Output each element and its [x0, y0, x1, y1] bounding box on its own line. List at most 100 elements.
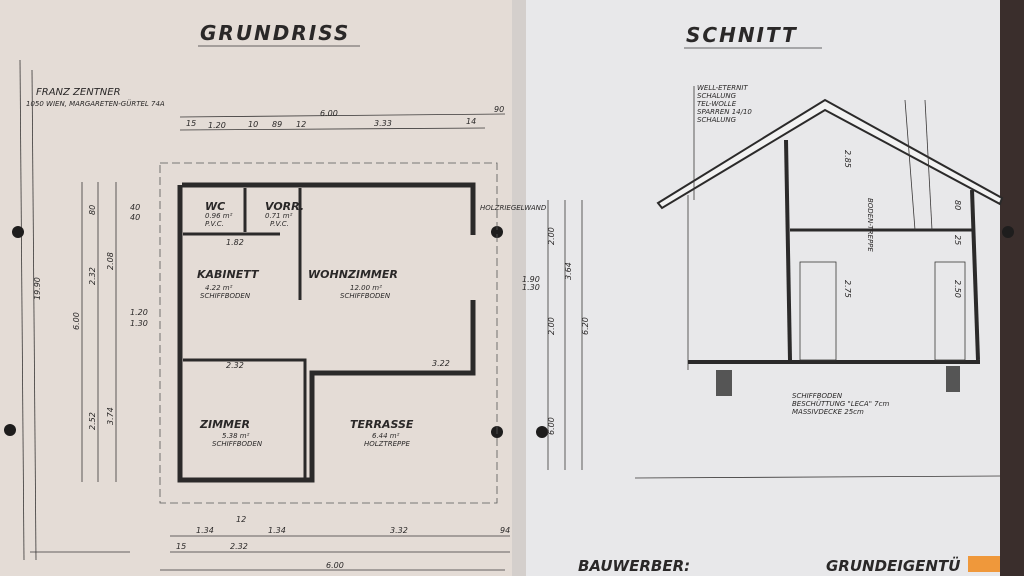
svg-text:SPARREN 14/10: SPARREN 14/10 [697, 108, 752, 116]
svg-text:5.38 m²: 5.38 m² [222, 432, 250, 440]
svg-text:2.50: 2.50 [953, 280, 962, 298]
svg-text:3.33: 3.33 [374, 119, 392, 128]
svg-text:6.00: 6.00 [72, 312, 81, 330]
door [934, 261, 966, 361]
svg-text:1.30: 1.30 [130, 319, 148, 328]
svg-text:6.20: 6.20 [581, 317, 590, 335]
svg-text:1.34: 1.34 [268, 526, 286, 535]
svg-text:15: 15 [176, 542, 186, 551]
svg-text:89: 89 [272, 120, 282, 129]
plot-outline [159, 162, 498, 504]
door [799, 261, 837, 361]
svg-text:1.30: 1.30 [522, 283, 540, 292]
svg-text:90: 90 [494, 105, 504, 114]
inner-dimensions: 1.82 2.32 3.22 40 40 [130, 203, 450, 370]
roof-layers-note: WELL-ETERNIT SCHALUNG TEL-WOLLE SPARREN … [693, 84, 752, 200]
svg-text:0.71 m²: 0.71 m² [265, 212, 293, 220]
svg-text:TEL-WOLLE: TEL-WOLLE [697, 100, 737, 108]
wall-note: HOLZRIEGELWAND [480, 204, 547, 212]
table-edge [1000, 0, 1024, 576]
svg-text:6.00: 6.00 [326, 561, 344, 570]
svg-text:ZIMMER: ZIMMER [199, 418, 250, 431]
room-vorraum: VORR. 0.71 m² P.V.C. [265, 200, 304, 228]
svg-text:2.00: 2.00 [547, 317, 556, 335]
watermark-logo [968, 556, 1000, 572]
footer-owner: GRUNDEIGENTÜ [826, 556, 960, 575]
punch-hole [536, 426, 548, 438]
svg-text:40: 40 [130, 213, 140, 222]
svg-text:2.32: 2.32 [88, 267, 97, 285]
svg-text:WELL-ETERNIT: WELL-ETERNIT [697, 84, 748, 92]
left-dimensions: 19.90 6.00 2.32 3.74 2.52 2.08 80 1.20 1… [33, 205, 148, 430]
plan-title: GRUNDRISS [200, 21, 350, 45]
svg-text:TERRASSE: TERRASSE [350, 418, 414, 431]
paper-fold [512, 0, 526, 576]
svg-text:6.00: 6.00 [547, 417, 556, 435]
footer-applicant: BAUWERBER: [578, 557, 690, 575]
room-kabinett: KABINETT 4.22 m² SCHIFFBODEN [197, 268, 260, 300]
svg-text:P.V.C.: P.V.C. [205, 220, 224, 228]
svg-text:SCHIFFBODEN: SCHIFFBODEN [340, 292, 391, 300]
owner-name: FRANZ ZENTNER [36, 87, 121, 98]
top-dimensions: 6.00 15 1.20 10 89 12 3.33 14 90 [186, 105, 504, 130]
svg-text:1.20: 1.20 [130, 308, 148, 317]
border-line [31, 69, 37, 561]
svg-text:40: 40 [130, 203, 140, 212]
owner-address: 1050 WIEN, MARGARETEN-GÜRTEL 74A [26, 99, 165, 108]
foundation [946, 366, 960, 392]
section-drawing [634, 98, 1004, 479]
right-dimensions: 2.00 3.64 6.20 2.00 6.00 1.90 1.30 [522, 227, 590, 435]
svg-text:80: 80 [953, 200, 962, 210]
punch-hole [491, 226, 503, 238]
svg-text:2.00: 2.00 [547, 227, 556, 245]
svg-text:14: 14 [466, 117, 476, 126]
svg-text:6.44 m²: 6.44 m² [372, 432, 400, 440]
border-line [19, 59, 25, 561]
svg-text:2.52: 2.52 [88, 412, 97, 430]
svg-text:94: 94 [500, 526, 510, 535]
svg-text:WC: WC [205, 200, 225, 213]
inner-wall [784, 139, 792, 361]
punch-hole [1002, 226, 1014, 238]
svg-text:4.22 m²: 4.22 m² [205, 284, 233, 292]
punch-hole [4, 424, 16, 436]
roof [656, 98, 1004, 210]
svg-text:SCHIFFBODEN: SCHIFFBODEN [200, 292, 251, 300]
svg-text:KABINETT: KABINETT [197, 268, 260, 281]
svg-text:1.20: 1.20 [208, 121, 226, 130]
svg-text:0.96 m²: 0.96 m² [205, 212, 233, 220]
svg-text:3.74: 3.74 [106, 407, 115, 425]
svg-text:2.85: 2.85 [843, 150, 852, 168]
section-title: SCHNITT [686, 23, 798, 47]
foundation [716, 370, 732, 396]
svg-text:12: 12 [236, 515, 246, 524]
svg-text:1.90: 1.90 [522, 275, 540, 284]
room-wohnzimmer: WOHNZIMMER 12.00 m² SCHIFFBODEN [308, 268, 398, 300]
chimney [904, 99, 916, 231]
svg-text:6.00: 6.00 [320, 109, 338, 118]
svg-text:12.00 m²: 12.00 m² [350, 284, 382, 292]
svg-text:15: 15 [186, 119, 196, 128]
svg-text:1.82: 1.82 [226, 238, 244, 247]
inner-walls [183, 188, 307, 480]
svg-text:SCHIFFBODEN: SCHIFFBODEN [212, 440, 263, 448]
svg-text:1.34: 1.34 [196, 526, 214, 535]
svg-text:3.22: 3.22 [432, 359, 450, 368]
svg-text:2.32: 2.32 [226, 361, 244, 370]
chimney [924, 99, 933, 231]
punch-hole [12, 226, 24, 238]
svg-text:12: 12 [296, 120, 306, 129]
svg-text:VORR.: VORR. [265, 200, 304, 213]
svg-text:80: 80 [88, 205, 97, 215]
svg-text:P.V.C.: P.V.C. [270, 220, 289, 228]
svg-text:19.90: 19.90 [33, 277, 42, 300]
svg-text:10: 10 [248, 120, 258, 129]
outer-walls [177, 182, 476, 483]
svg-text:2.08: 2.08 [106, 252, 115, 270]
svg-text:WOHNZIMMER: WOHNZIMMER [308, 268, 398, 281]
svg-text:HOLZTREPPE: HOLZTREPPE [364, 440, 410, 448]
svg-text:MASSIVDECKE 25cm: MASSIVDECKE 25cm [792, 408, 864, 416]
section-dimensions: 2.85 80 2.75 2.50 25 [843, 150, 962, 298]
